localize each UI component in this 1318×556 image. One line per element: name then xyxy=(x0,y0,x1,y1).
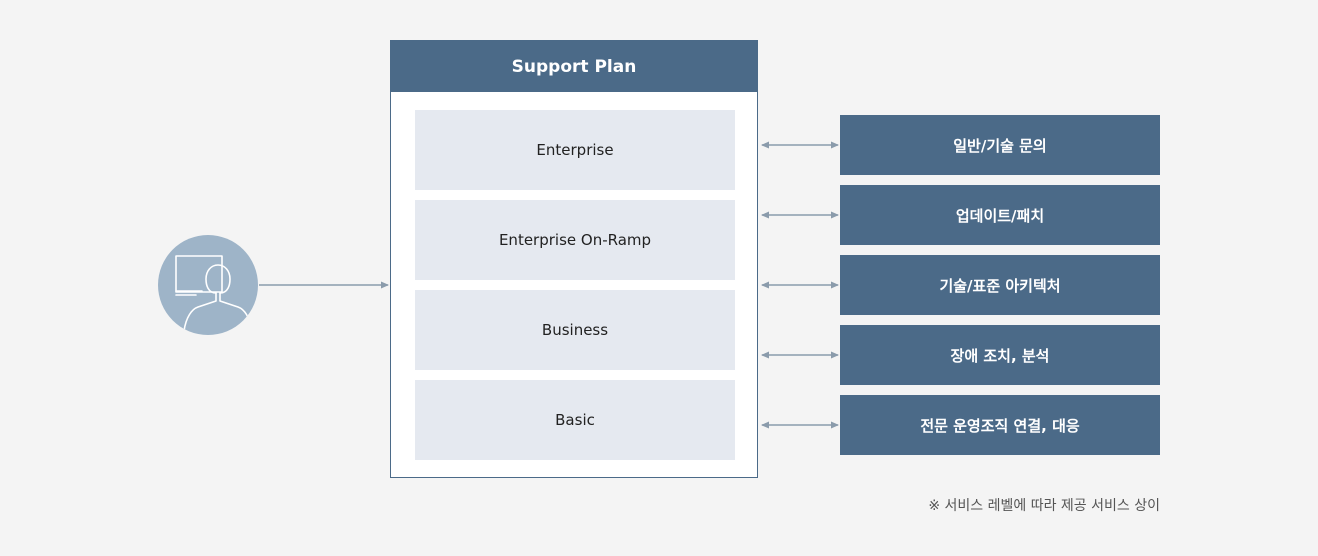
support-plan-box: Support Plan Enterprise Enterprise On-Ra… xyxy=(390,40,758,478)
plan-business: Business xyxy=(415,290,735,370)
user-computer-icon xyxy=(158,235,258,335)
service-expert-team-response: 전문 운영조직 연결, 대응 xyxy=(840,395,1160,455)
support-plan-title: Support Plan xyxy=(391,41,757,92)
service-tech-architecture: 기술/표준 아키텍처 xyxy=(840,255,1160,315)
plan-enterprise-on-ramp: Enterprise On-Ramp xyxy=(415,200,735,280)
service-update-patch: 업데이트/패치 xyxy=(840,185,1160,245)
service-level-note: ※ 서비스 레벨에 따라 제공 서비스 상이 xyxy=(928,498,1160,514)
plan-basic: Basic xyxy=(415,380,735,460)
service-incident-analysis: 장애 조치, 분석 xyxy=(840,325,1160,385)
plan-enterprise: Enterprise xyxy=(415,110,735,190)
service-general-tech-inquiry: 일반/기술 문의 xyxy=(840,115,1160,175)
